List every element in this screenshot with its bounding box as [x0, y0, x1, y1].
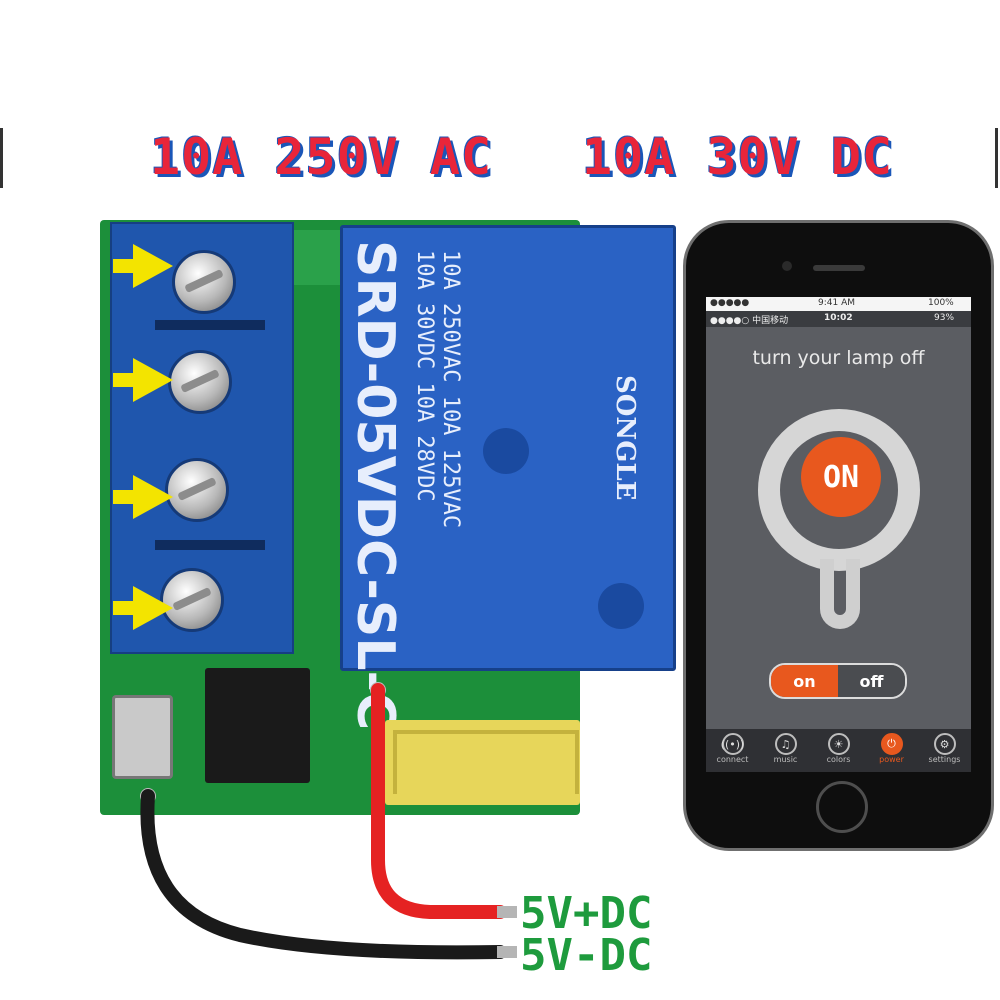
crystal-oscillator — [112, 695, 173, 779]
arrow-right-icon — [133, 586, 173, 630]
arrow-right-icon — [133, 358, 173, 402]
right-edge-line — [995, 128, 998, 188]
tab-label: music — [773, 755, 798, 764]
power-icon: ⏻ — [880, 733, 903, 755]
relay-body — [340, 225, 676, 671]
front-camera — [782, 261, 792, 271]
lamp-instruction-title: turn your lamp off — [752, 347, 925, 369]
left-edge-line — [0, 128, 3, 188]
positive-wire-tip — [497, 906, 517, 918]
smartphone: ●●●●● 9:41 AM 100% ●●●●○ 中国移动 10:02 93% … — [683, 220, 994, 851]
positive-wire — [371, 683, 507, 919]
battery-percent: 100% — [928, 298, 954, 308]
arrow-tail — [113, 373, 135, 387]
arrow-tail — [113, 259, 135, 273]
negative-wire — [140, 789, 507, 960]
connect-icon: ((•)) — [721, 733, 744, 755]
arrow-right-icon — [133, 244, 173, 288]
bluetooth-antenna — [385, 720, 580, 805]
earpiece-speaker — [813, 265, 865, 271]
app-battery: 93% — [934, 313, 955, 323]
gear-icon: ⚙ — [933, 733, 956, 755]
carrier-label: ●●●●○ 中国移动 — [710, 316, 789, 326]
dc-rating-label: 10A 30V DC — [582, 128, 894, 186]
music-icon: ♫ — [774, 733, 797, 755]
terminal-divider — [155, 320, 265, 330]
negative-voltage-label: 5V-DC — [520, 930, 653, 981]
app-status-time: 10:02 — [824, 313, 853, 323]
toggle-on-option[interactable]: on — [771, 665, 838, 697]
relay-dot — [598, 583, 644, 629]
arrow-right-icon — [133, 475, 173, 519]
bulb-icon: ☀ — [827, 733, 850, 755]
app-status-bar: ●●●●○ 中国移动 10:02 93% — [706, 311, 971, 327]
antenna-trace — [393, 730, 579, 794]
phone-screen: ●●●●● 9:41 AM 100% ●●●●○ 中国移动 10:02 93% … — [706, 297, 971, 772]
tab-settings[interactable]: ⚙ settings — [920, 729, 970, 764]
home-button[interactable] — [816, 781, 868, 833]
toggle-off-option[interactable]: off — [838, 665, 905, 697]
power-on-button[interactable]: ON — [801, 437, 881, 517]
positive-voltage-label: 5V+DC — [520, 888, 653, 939]
tab-power[interactable]: ⏻ power — [867, 729, 917, 764]
on-off-toggle[interactable]: on off — [769, 663, 907, 699]
tab-label: settings — [928, 755, 961, 764]
terminal-divider — [155, 540, 265, 550]
negative-wire-tip — [497, 946, 517, 958]
signal-indicator: ●●●●● — [710, 298, 750, 308]
ic-chip — [205, 668, 310, 783]
terminal-screw-1[interactable] — [172, 250, 236, 314]
status-bar: ●●●●● 9:41 AM 100% — [706, 297, 971, 311]
tab-label: power — [879, 755, 904, 764]
tab-connect[interactable]: ((•)) connect — [708, 729, 758, 764]
bulb-stem-icon — [820, 559, 860, 629]
bottom-tab-bar: ((•)) connect ♫ music ☀ colors ⏻ power ⚙… — [706, 729, 971, 772]
tab-label: connect — [716, 755, 749, 764]
arrow-tail — [113, 490, 135, 504]
tab-label: colors — [826, 755, 851, 764]
relay-dot — [483, 428, 529, 474]
tab-colors[interactable]: ☀ colors — [814, 729, 864, 764]
tab-music[interactable]: ♫ music — [761, 729, 811, 764]
arrow-tail — [113, 601, 135, 615]
ac-rating-label: 10A 250V AC — [150, 128, 493, 186]
status-time: 9:41 AM — [818, 298, 855, 308]
